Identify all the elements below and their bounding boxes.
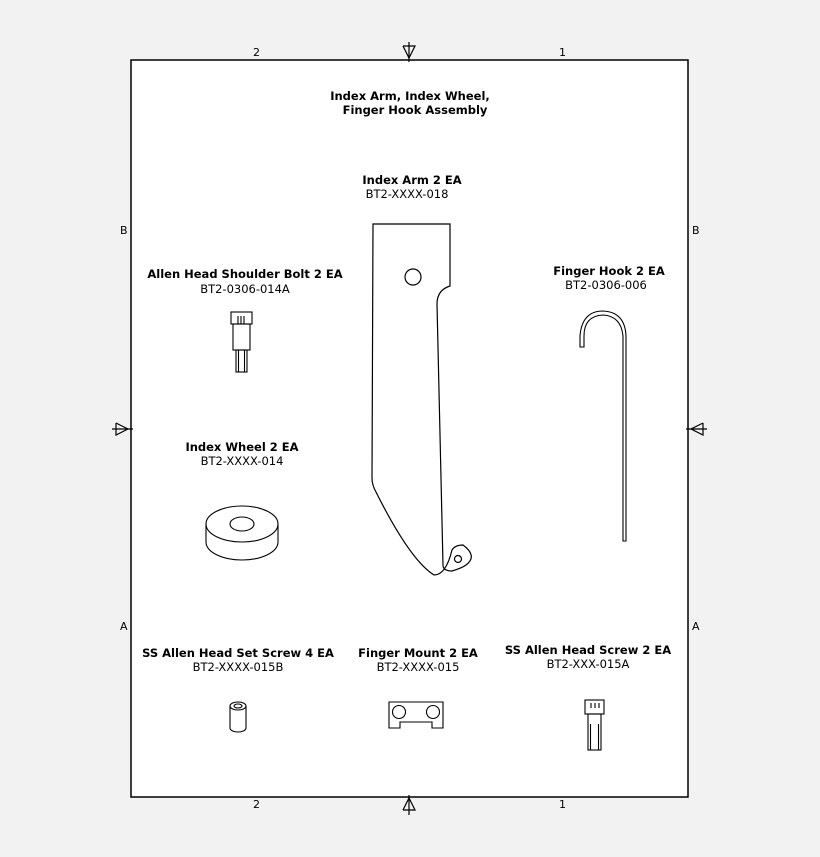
sheet-frame	[130, 59, 689, 798]
index-arm-name: Index Arm 2 EA	[362, 173, 462, 187]
finger-hook-part-number: BT2-0306-006	[565, 278, 647, 292]
index-arm-part-number: BT2-XXXX-018	[365, 187, 449, 201]
zone-left-a: A	[120, 620, 128, 633]
finger-hook-name: Finger Hook 2 EA	[553, 264, 665, 278]
finger-mount-name: Finger Mount 2 EA	[358, 646, 478, 660]
center-mark-top	[402, 42, 416, 62]
center-mark-bottom	[402, 795, 416, 815]
center-mark-left	[112, 422, 133, 436]
set-screw-drawing	[229, 701, 247, 733]
shoulder-bolt-part-number: BT2-0306-014A	[200, 282, 290, 296]
set-screw-part-number: BT2-XXXX-015B	[192, 660, 284, 674]
zone-right-b: B	[692, 224, 700, 237]
drawing-title-line1: Index Arm, Index Wheel,	[330, 89, 490, 103]
finger-mount-drawing	[388, 701, 444, 729]
index-arm-drawing	[371, 223, 472, 576]
head-screw-drawing	[584, 699, 605, 751]
zone-left-b: B	[120, 224, 128, 237]
zone-bottom-1: 1	[559, 798, 566, 811]
set-screw-name: SS Allen Head Set Screw 4 EA	[142, 646, 334, 660]
zone-top-1: 1	[559, 46, 566, 59]
shoulder-bolt-drawing	[230, 311, 253, 373]
center-mark-right	[686, 422, 707, 436]
zone-top-2: 2	[253, 46, 260, 59]
finger-hook-drawing	[579, 310, 627, 542]
index-wheel-part-number: BT2-XXXX-014	[200, 454, 284, 468]
zone-right-a: A	[692, 620, 700, 633]
zone-bottom-2: 2	[253, 798, 260, 811]
head-screw-name: SS Allen Head Screw 2 EA	[504, 643, 672, 657]
index-wheel-drawing	[205, 505, 279, 561]
index-wheel-name: Index Wheel 2 EA	[185, 440, 299, 454]
finger-mount-part-number: BT2-XXXX-015	[376, 660, 460, 674]
drawing-title-line2: Finger Hook Assembly	[342, 103, 488, 117]
head-screw-part-number: BT2-XXX-015A	[546, 657, 630, 671]
shoulder-bolt-name: Allen Head Shoulder Bolt 2 EA	[147, 267, 343, 281]
